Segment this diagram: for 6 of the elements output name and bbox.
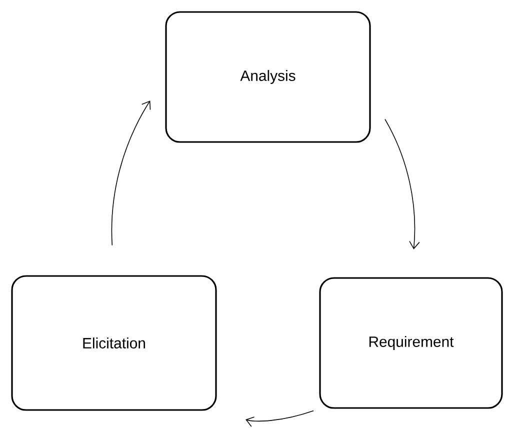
arrow: [384, 118, 420, 250]
process-box: Analysis: [165, 11, 371, 143]
process-box: Requirement: [319, 277, 503, 409]
arrow: [111, 100, 151, 246]
arrow: [246, 410, 314, 427]
process-box: Elicitation: [11, 275, 217, 411]
